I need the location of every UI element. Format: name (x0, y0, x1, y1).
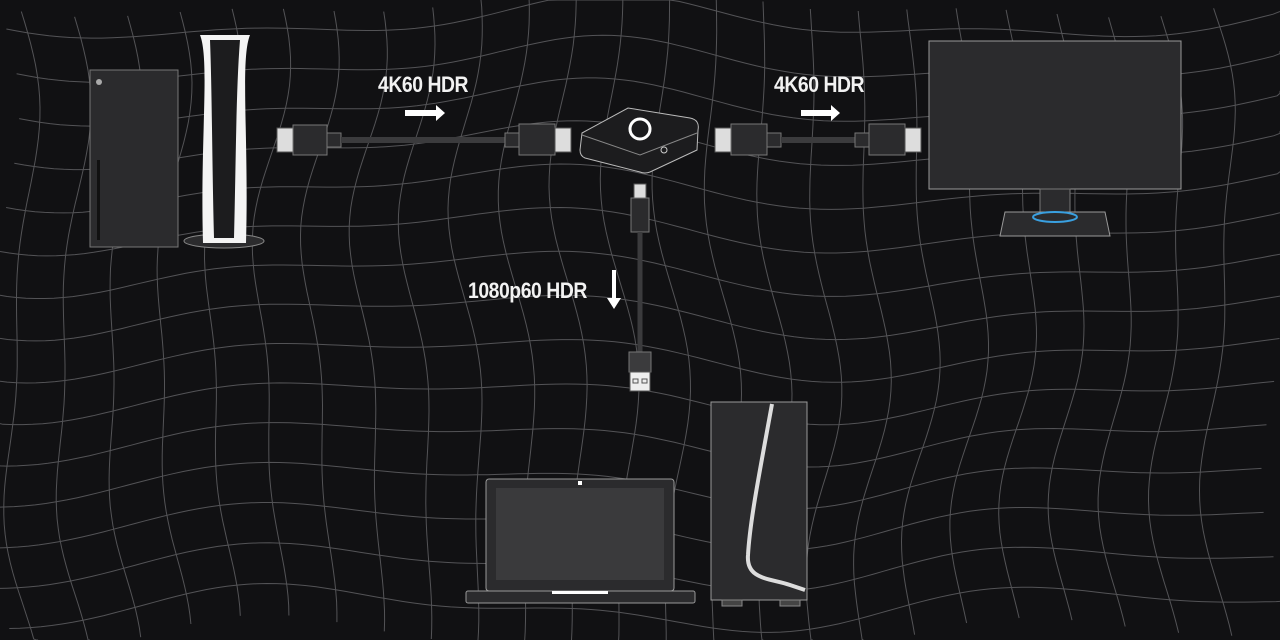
playstation-5-console (183, 35, 265, 249)
grid-line (55, 16, 92, 640)
desktop-pc-tower (710, 401, 808, 607)
grid-line (1147, 16, 1184, 633)
monitor-display (928, 40, 1182, 237)
arrow-right-icon (801, 105, 840, 121)
grid-line (9, 582, 1280, 633)
grid-line (447, 0, 483, 640)
grid-line (0, 422, 1267, 468)
grid-line (299, 10, 340, 623)
grid-line (348, 11, 388, 632)
grid-line (251, 8, 292, 616)
grid-line (1198, 8, 1236, 636)
laptop-computer (465, 478, 696, 604)
capture-card-device (579, 107, 699, 174)
arrow-down-icon (607, 270, 621, 309)
grid-line (397, 7, 436, 640)
hdmi-cable-capture-to-monitor (714, 105, 922, 156)
arrow-right-icon (405, 105, 445, 121)
grid-line (0, 250, 1280, 299)
grid-line (6, 0, 1280, 39)
grid-line (3, 11, 41, 640)
hdmi-cable-console-to-capture (276, 105, 572, 156)
grid-line (853, 10, 892, 640)
grid-line (0, 338, 1280, 384)
bandwidth-label-capture-to-monitor: 4K60 HDR (774, 72, 865, 97)
usb-cable-capture-to-pc (607, 183, 652, 392)
xbox-series-x-console (89, 69, 179, 248)
bandwidth-label-capture-to-pc: 1080p60 HDR (468, 278, 587, 303)
grid-line (156, 11, 193, 625)
grid-line (0, 294, 1280, 342)
bandwidth-label-console-to-capture: 4K60 HDR (378, 72, 469, 97)
elgato-logo-icon (628, 117, 652, 141)
grid-line (0, 380, 1275, 426)
grid-line (805, 8, 843, 640)
grid-line (900, 9, 941, 635)
